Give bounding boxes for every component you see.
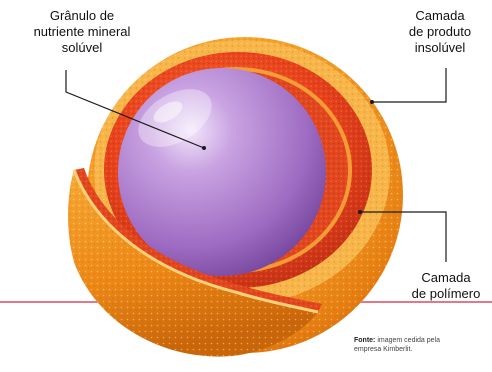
label-produto-line3: insolúvel — [392, 40, 488, 56]
nutrient-granule — [118, 68, 326, 276]
label-camada-polimero: Camada de polímero — [398, 270, 492, 302]
label-produto-line2: de produto — [392, 24, 488, 40]
label-granulo-line3: solúvel — [22, 40, 142, 56]
source-credit: Fonte: imagem cedida pela empresa Kimber… — [354, 336, 492, 354]
label-polimero-line1: Camada — [398, 270, 492, 286]
label-polimero-line2: de polímero — [398, 286, 492, 302]
label-camada-produto: Camada de produto insolúvel — [392, 8, 488, 56]
label-produto-line1: Camada — [392, 8, 488, 24]
label-granulo-nutriente: Grânulo de nutriente mineral solúvel — [22, 8, 142, 56]
source-prefix: Fonte: — [354, 337, 375, 344]
label-granulo-line2: nutriente mineral — [22, 24, 142, 40]
source-line2: empresa Kimberlit. — [354, 345, 492, 354]
source-line1: imagem cedida pela — [377, 337, 440, 344]
label-granulo-line1: Grânulo de — [22, 8, 142, 24]
leader-produto — [372, 68, 446, 102]
